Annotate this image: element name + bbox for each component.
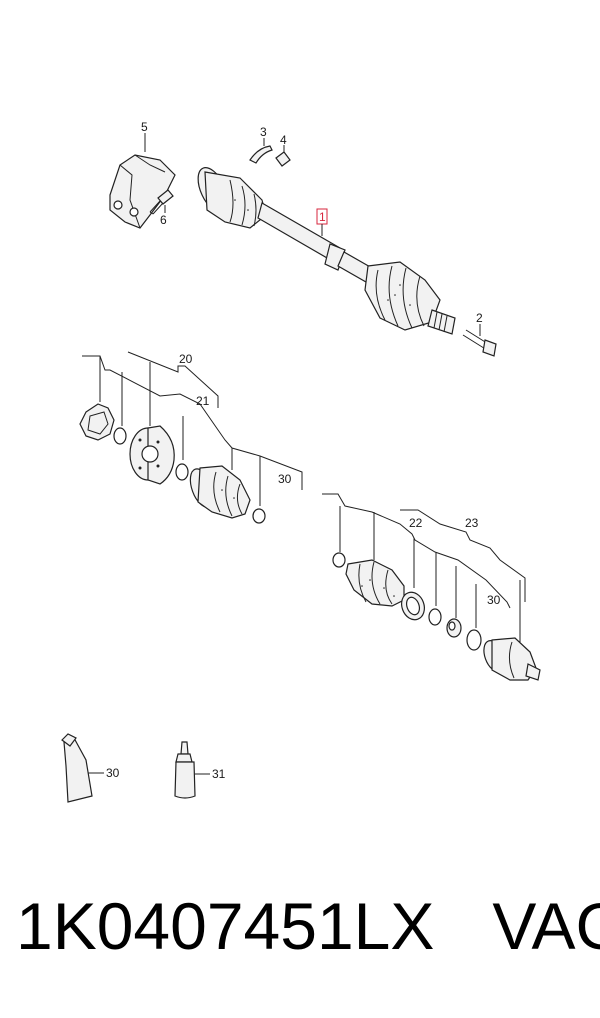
sealant-bottle-part-31 bbox=[174, 741, 210, 799]
callout-21: 21 bbox=[196, 394, 210, 408]
bolt-part-6 bbox=[149, 189, 174, 215]
cv-joint-housing bbox=[129, 425, 175, 485]
outer-boot bbox=[345, 559, 405, 607]
callout-22: 22 bbox=[409, 516, 423, 530]
circlip-part-3 bbox=[249, 138, 273, 164]
outer-small-ring bbox=[428, 608, 442, 626]
callout-5: 5 bbox=[141, 120, 148, 134]
brand-text: VAG bbox=[492, 889, 600, 963]
callout-31: 31 bbox=[212, 767, 226, 781]
inner-boot bbox=[189, 465, 251, 519]
hub-bolt-part-2 bbox=[462, 324, 497, 357]
outer-boot-clamp bbox=[332, 552, 346, 568]
callout-2: 2 bbox=[476, 311, 483, 325]
callout-6: 6 bbox=[160, 213, 167, 227]
small-ring bbox=[113, 427, 127, 445]
grease-tube-part-30 bbox=[61, 733, 104, 803]
outer-circlip bbox=[466, 629, 482, 651]
large-clamp bbox=[401, 591, 425, 621]
callout-30-grease: 30 bbox=[106, 766, 120, 780]
callout-30-inner: 30 bbox=[278, 472, 292, 486]
callout-30-outer: 30 bbox=[487, 593, 501, 607]
circlip bbox=[175, 463, 189, 481]
outer-cv-joint bbox=[483, 637, 541, 681]
callout-23: 23 bbox=[465, 516, 479, 530]
callout-1: 1 bbox=[319, 210, 326, 224]
bolt-part-4 bbox=[275, 145, 291, 167]
callout-3: 3 bbox=[260, 125, 267, 139]
heat-shield-part-5 bbox=[109, 133, 176, 229]
inner-joint-kit-bracket bbox=[82, 351, 303, 506]
boot-clamp bbox=[252, 508, 266, 524]
drive-shaft-part-1 bbox=[197, 167, 456, 335]
part-number-footer: 1K0407451LXVAG bbox=[16, 893, 600, 959]
gasket-part bbox=[79, 403, 115, 441]
outer-joint-kit-bracket bbox=[322, 493, 526, 642]
callout-20: 20 bbox=[179, 352, 193, 366]
spacer bbox=[446, 618, 462, 638]
part-number-text: 1K0407451LX bbox=[16, 889, 435, 963]
callout-4: 4 bbox=[280, 133, 287, 147]
